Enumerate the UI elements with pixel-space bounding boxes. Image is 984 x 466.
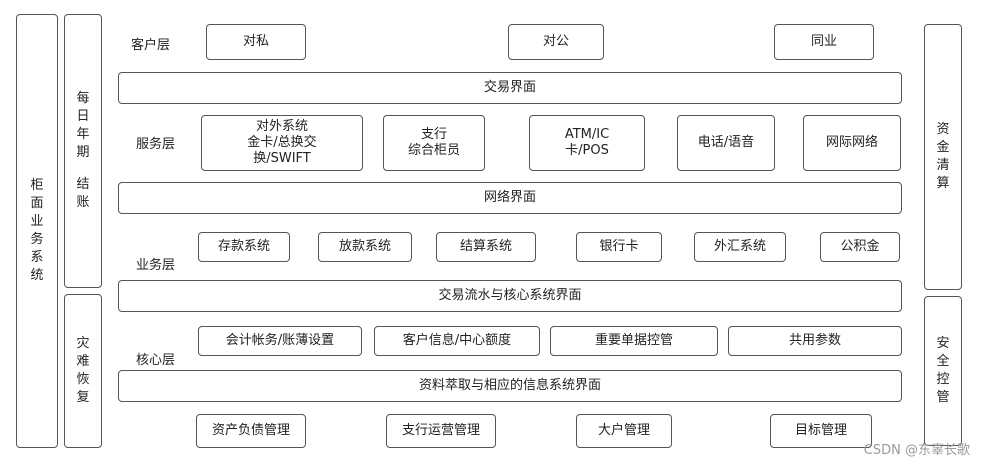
customer-interbank-box: 同业 <box>774 24 874 60</box>
business-layer-label: 业务层 <box>136 258 176 273</box>
counter-business-system-panel: 柜面业务系统 <box>16 14 58 448</box>
customer-private-box: 对私 <box>206 24 306 60</box>
service-external-line-1: 对外系统 <box>255 119 308 134</box>
core-customer-info-box: 客户信息/中心额度 <box>374 326 540 356</box>
fund-clearing-panel: 资金清算 <box>924 24 962 290</box>
core-important-documents-box: 重要单据控管 <box>550 326 718 356</box>
security-control-label: 安全控管 <box>936 336 950 405</box>
service-layer-label: 服务层 <box>136 137 176 152</box>
service-atm-line-1: ATM/IC <box>564 127 610 142</box>
watermark: CSDN @东辜长歌 <box>863 443 970 458</box>
asset-liability-mgmt-box: 资产负债管理 <box>196 414 306 448</box>
business-deposit-box: 存款系统 <box>198 232 290 262</box>
core-layer-label: 核心层 <box>136 353 176 368</box>
service-external-line-2: 金卡/总换交 <box>247 135 317 150</box>
service-branch-teller-box: 支行 综合柜员 <box>383 115 485 171</box>
branch-operations-mgmt-box: 支行运营管理 <box>386 414 496 448</box>
service-external-system-box: 对外系统 金卡/总换交 换/SWIFT <box>201 115 363 171</box>
service-atm-line-2: 卡/POS <box>565 143 609 158</box>
business-bank-card-box: 银行卡 <box>576 232 662 262</box>
service-atm-pos-box: ATM/IC 卡/POS <box>529 115 645 171</box>
trade-interface-bar: 交易界面 <box>118 72 902 104</box>
service-branch-line-2: 综合柜员 <box>407 143 460 158</box>
business-settlement-box: 结算系统 <box>436 232 536 262</box>
customer-layer-label: 客户层 <box>131 38 171 53</box>
service-internet-box: 网际网络 <box>803 115 901 171</box>
service-external-line-3: 换/SWIFT <box>253 151 311 166</box>
service-phone-voice-box: 电话/语音 <box>677 115 775 171</box>
business-housing-fund-box: 公积金 <box>820 232 900 262</box>
info-extract-interface-bar: 资料萃取与相应的信息系统界面 <box>118 370 902 402</box>
service-branch-line-1: 支行 <box>420 127 447 142</box>
daily-settlement-label-top: 每日年期 <box>76 91 90 160</box>
business-forex-box: 外汇系统 <box>694 232 786 262</box>
target-mgmt-box: 目标管理 <box>770 414 872 448</box>
core-accounting-box: 会计帐务/账薄设置 <box>198 326 362 356</box>
customer-corporate-box: 对公 <box>508 24 604 60</box>
security-control-panel: 安全控管 <box>924 296 962 446</box>
daily-settlement-panel: 每日年期 结账 <box>64 14 102 288</box>
core-shared-params-box: 共用参数 <box>728 326 902 356</box>
major-client-mgmt-box: 大户管理 <box>576 414 672 448</box>
disaster-recovery-label: 灾难恢复 <box>76 336 90 405</box>
core-flow-interface-bar: 交易流水与核心系统界面 <box>118 280 902 312</box>
business-loan-box: 放款系统 <box>318 232 412 262</box>
disaster-recovery-panel: 灾难恢复 <box>64 294 102 448</box>
network-interface-bar: 网络界面 <box>118 182 902 214</box>
daily-settlement-label-bottom: 结账 <box>76 177 90 210</box>
counter-business-system-label: 柜面业务系统 <box>30 178 44 283</box>
fund-clearing-label: 资金清算 <box>936 122 950 191</box>
